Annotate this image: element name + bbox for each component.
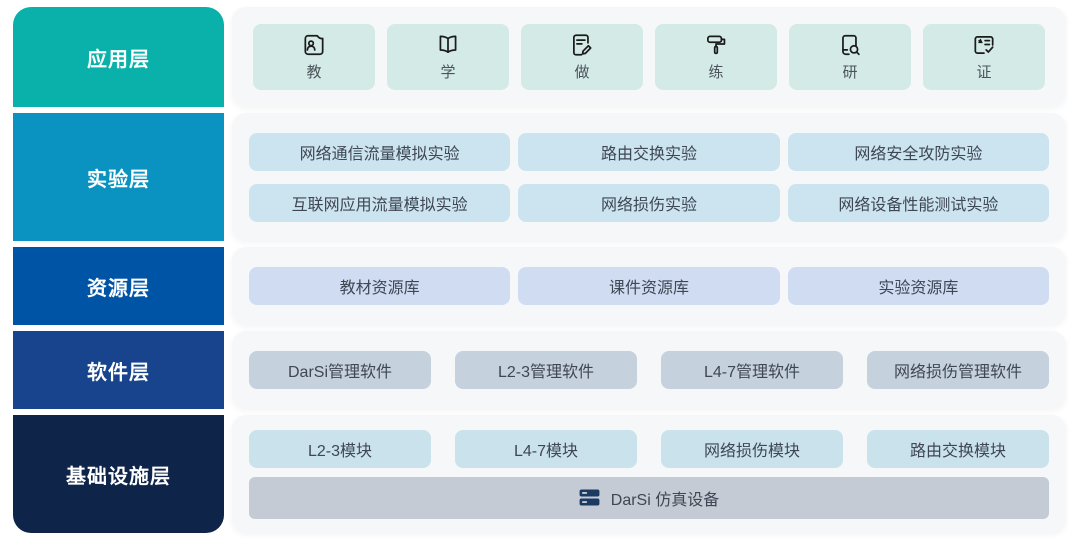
software-item: DarSi管理软件: [249, 351, 431, 389]
software-panel: DarSi管理软件 L2-3管理软件 L4-7管理软件 网络损伤管理软件: [232, 331, 1066, 409]
app-card-label: 教: [306, 64, 322, 81]
resource-item: 教材资源库: [249, 267, 511, 305]
app-card-do: 做: [521, 24, 643, 90]
app-card-research: 研: [789, 24, 911, 90]
layer-label-text: 实验层: [87, 168, 150, 191]
resource-item: 课件资源库: [518, 267, 780, 305]
app-card-label: 学: [440, 64, 456, 81]
paint-roller-icon: [703, 32, 729, 58]
certificate-icon: [971, 32, 997, 58]
server-stack-icon: [579, 489, 600, 506]
resource-item: 实验资源库: [787, 267, 1049, 305]
open-book-icon: [435, 32, 461, 58]
software-item: 网络损伤管理软件: [867, 351, 1049, 389]
module-row: L2-3模块 L4-7模块 网络损伤模块 路由交换模块: [249, 429, 1049, 468]
app-card-certify: 证: [923, 24, 1045, 90]
teacher-board-icon: [301, 32, 327, 58]
device-label: DarSi 仿真设备: [610, 491, 720, 509]
module-item: 路由交换模块: [867, 429, 1049, 468]
app-card-learn: 学: [387, 24, 509, 90]
resource-panel: 教材资源库 课件资源库 实验资源库: [232, 247, 1066, 325]
layer-label-text: 基础设施层: [66, 465, 171, 488]
experiment-item: 网络损伤实验: [518, 183, 780, 222]
app-card-teach: 教: [253, 24, 375, 90]
app-card-label: 做: [574, 64, 590, 81]
experiment-item: 网络设备性能测试实验: [787, 183, 1049, 222]
layer-label-software: 软件层: [13, 331, 224, 409]
layer-label-text: 软件层: [87, 361, 150, 384]
app-card-label: 研: [842, 64, 858, 81]
software-item: L2-3管理软件: [455, 351, 637, 389]
experiment-row-1: 网络通信流量模拟实验 路由交换实验 网络安全攻防实验: [249, 132, 1049, 171]
experiment-panel: 网络通信流量模拟实验 路由交换实验 网络安全攻防实验 互联网应用流量模拟实验 网…: [232, 113, 1066, 241]
module-item: L2-3模块: [249, 429, 431, 468]
software-item: L4-7管理软件: [661, 351, 843, 389]
device-bar: DarSi 仿真设备: [249, 476, 1049, 519]
research-book-icon: [837, 32, 863, 58]
layer-label-application: 应用层: [13, 7, 224, 107]
module-item: 网络损伤模块: [661, 429, 843, 468]
app-card-practice: 练: [655, 24, 777, 90]
layer-label-text: 资源层: [87, 277, 150, 300]
layer-label-experiment: 实验层: [13, 113, 224, 241]
experiment-item: 互联网应用流量模拟实验: [249, 183, 511, 222]
experiment-item: 路由交换实验: [518, 132, 780, 171]
experiment-item: 网络通信流量模拟实验: [249, 132, 511, 171]
app-card-label: 证: [976, 64, 992, 81]
layer-label-resource: 资源层: [13, 247, 224, 325]
experiment-item: 网络安全攻防实验: [787, 132, 1049, 171]
infrastructure-panel: L2-3模块 L4-7模块 网络损伤模块 路由交换模块 DarSi 仿真设备: [232, 415, 1066, 533]
app-card-label: 练: [708, 64, 724, 81]
layer-label-infrastructure: 基础设施层: [13, 415, 224, 533]
module-item: L4-7模块: [455, 429, 637, 468]
layer-label-text: 应用层: [87, 48, 150, 71]
experiment-row-2: 互联网应用流量模拟实验 网络损伤实验 网络设备性能测试实验: [249, 183, 1049, 222]
application-panel: 教 学 做 练 研: [232, 7, 1066, 107]
writing-document-icon: [569, 32, 595, 58]
